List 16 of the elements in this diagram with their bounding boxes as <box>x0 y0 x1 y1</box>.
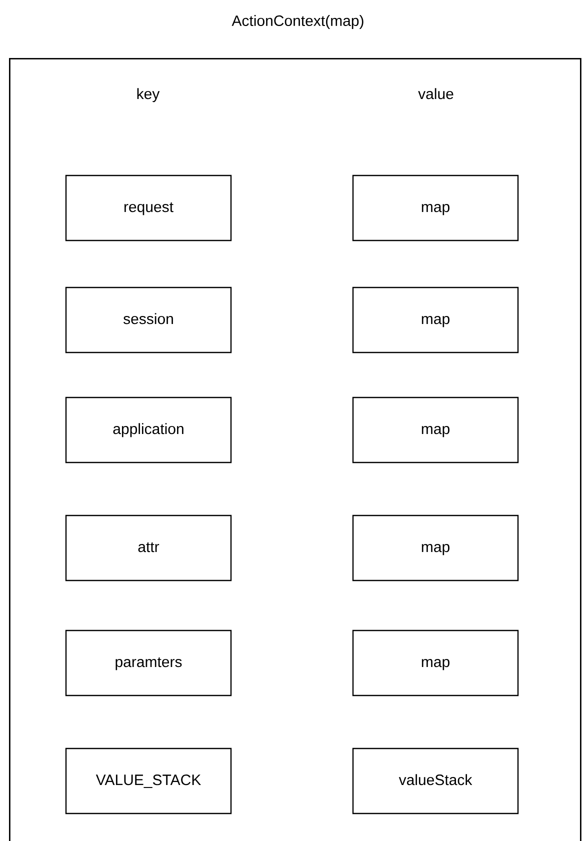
frame-title: ActionContext(map) <box>232 15 364 29</box>
value-box: valueStack <box>352 748 519 814</box>
value-box: map <box>352 630 519 696</box>
key-box: request <box>65 174 232 242</box>
key-box: attr <box>65 514 232 582</box>
value-box: map <box>352 396 519 464</box>
column-heading: key <box>137 88 160 102</box>
key-box: application <box>65 396 232 464</box>
value-box: map <box>352 174 519 242</box>
key-box: session <box>65 286 232 354</box>
value-box: map <box>352 286 519 354</box>
key-box: VALUE_STACK <box>65 748 232 814</box>
column-heading: value <box>418 88 454 100</box>
key-box: paramters <box>65 630 232 696</box>
map-frame <box>9 58 582 841</box>
value-box: map <box>352 514 519 582</box>
